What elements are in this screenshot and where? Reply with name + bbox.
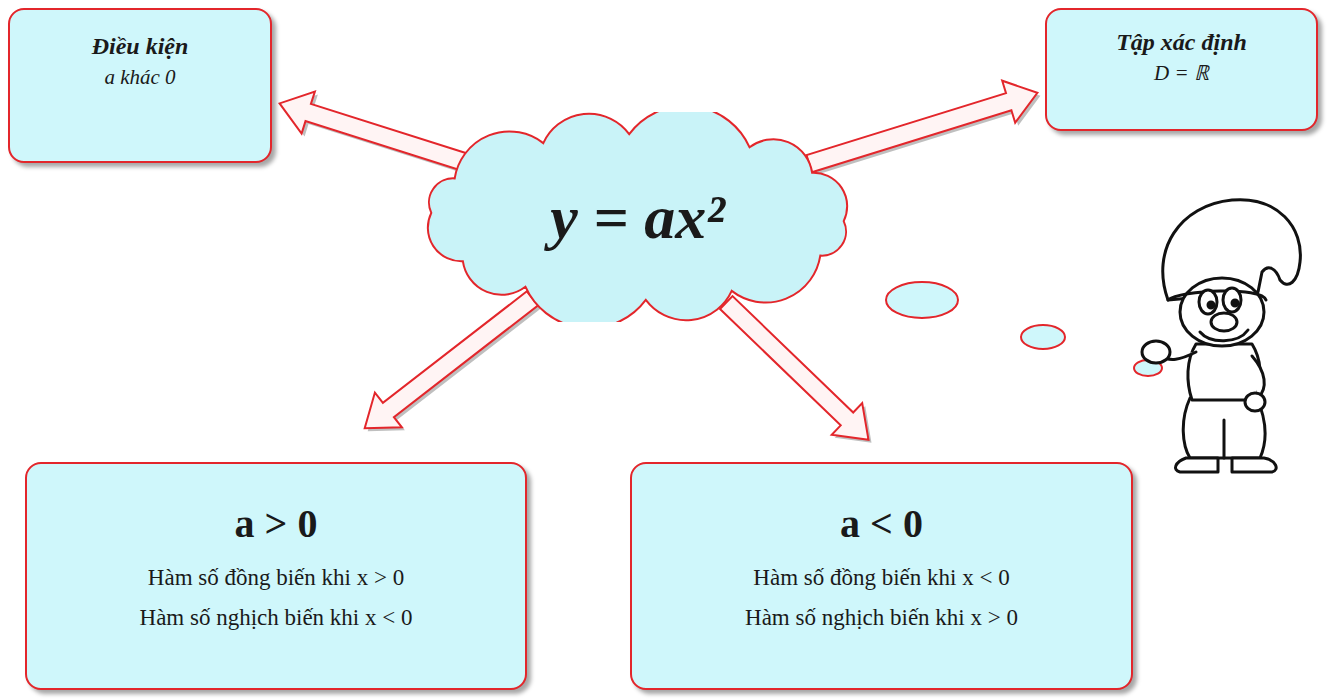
case-box: a > 0 Hàm số đồng biến khi x > 0 Hàm số ng… [25, 462, 527, 690]
block-arrow [807, 81, 1038, 173]
node-text: Hàm số nghịch biến khi x > 0 [745, 604, 1018, 632]
condition-box: Điều kiện a khác 0 [8, 8, 272, 163]
node-heading: a > 0 [235, 500, 318, 548]
block-arrow [365, 291, 538, 428]
node-text: Hàm số nghịch biến khi x < 0 [140, 604, 413, 632]
node-heading: Tập xác định [1116, 28, 1247, 57]
thought-bubble [1021, 325, 1065, 349]
case-box: a < 0 Hàm số đồng biến khi x < 0 Hàm số ng… [630, 462, 1133, 690]
cloud-text-holder: y = ax² [405, 112, 870, 322]
block-arrow [720, 296, 869, 440]
node-heading: Điều kiện [92, 32, 189, 61]
node-text: D = ℝ [1154, 61, 1209, 86]
domain-box: Tập xác định D = ℝ [1045, 8, 1318, 131]
smurf-figure [1142, 200, 1300, 472]
node-heading: a < 0 [840, 500, 923, 548]
function-cloud: y = ax² [405, 112, 870, 322]
thought-bubble [886, 282, 958, 318]
cloud-shape [428, 112, 847, 322]
node-text: a khác 0 [104, 65, 175, 90]
block-arrow [280, 92, 470, 172]
node-heading: y = ax² [550, 180, 724, 254]
node-text: Hàm số đồng biến khi x > 0 [148, 564, 404, 592]
node-text: Hàm số đồng biến khi x < 0 [753, 564, 1009, 592]
